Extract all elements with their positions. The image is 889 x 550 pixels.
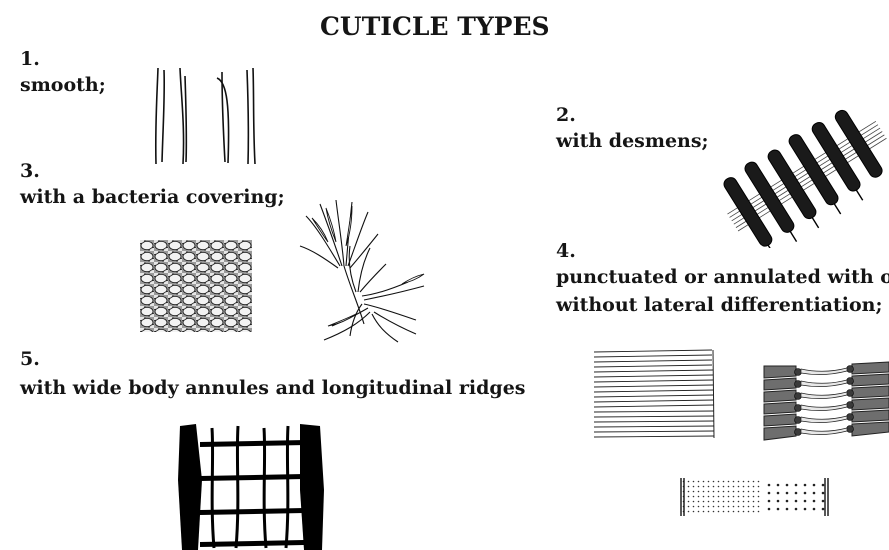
desmens-cuticle-illustration	[720, 108, 889, 248]
item-2-label: with desmens;	[556, 130, 709, 152]
item-1-number: 1.	[20, 48, 40, 70]
page-title: CUTICLE TYPES	[320, 12, 550, 41]
bacteria-bundle-illustration	[298, 196, 434, 346]
annulated-cuticle-illustration	[592, 348, 720, 444]
ridged-annules-illustration	[176, 420, 326, 550]
item-1-label: smooth;	[20, 74, 106, 96]
bacteria-texture-illustration	[140, 240, 252, 332]
item-5-number: 5.	[20, 348, 40, 370]
item-3-label: with a bacteria covering;	[20, 186, 285, 208]
item-2-number: 2.	[556, 104, 576, 126]
item-5-label: with wide body annules and longitudinal …	[20, 377, 525, 399]
item-4-number: 4.	[556, 240, 576, 262]
item-3-number: 3.	[20, 160, 40, 182]
item-4-label-line1: punctuated or annulated with or	[556, 266, 889, 288]
punctuated-cuticle-illustration	[676, 474, 834, 520]
item-4-label-line2: without lateral differentiation;	[556, 294, 883, 316]
smooth-cuticle-illustration	[152, 66, 262, 166]
lateral-differentiation-illustration	[760, 360, 889, 448]
